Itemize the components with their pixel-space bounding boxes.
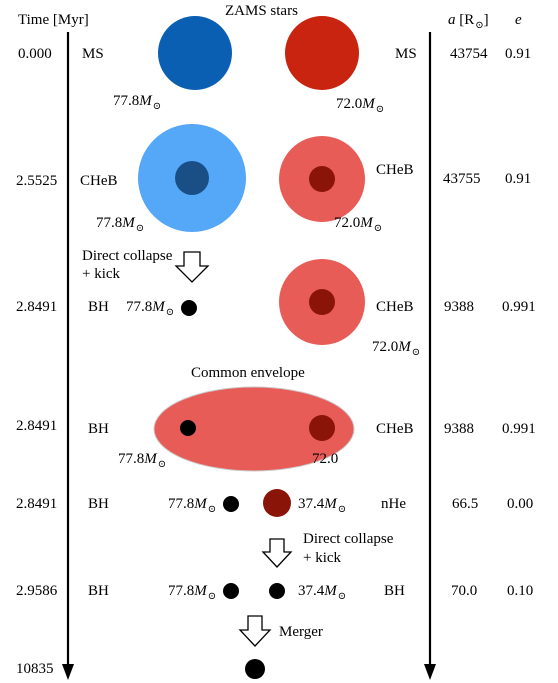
separation-value: 43755 — [443, 171, 481, 187]
direct-collapse-label-2: Direct collapse — [303, 531, 394, 547]
merged-black-hole — [245, 659, 265, 679]
secondary-cheb-core-2 — [309, 289, 335, 315]
secondary-ms-star — [285, 16, 359, 90]
common-envelope — [153, 386, 355, 472]
secondary-mass: 72.0M⊙ — [372, 339, 421, 358]
secondary-mass: 37.4M⊙ — [298, 496, 347, 515]
time-axis-label: Time [Myr] — [18, 12, 89, 28]
primary-mass: 77.8M⊙ — [118, 451, 167, 470]
secondary-state: CHeB — [376, 162, 414, 178]
secondary-mass: 72.0M⊙ — [334, 215, 383, 234]
separation-value: 70.0 — [451, 583, 478, 599]
primary-mass: 77.8M⊙ — [168, 496, 217, 515]
secondary-state: CHeB — [376, 421, 414, 437]
eccentricity-value: 0.91 — [505, 46, 532, 62]
secondary-mass: 72.0 — [312, 451, 339, 467]
time-axis-arrowhead — [62, 664, 74, 680]
common-envelope-label: Common envelope — [191, 365, 305, 381]
primary-black-hole — [181, 300, 197, 316]
merger-arrow — [238, 615, 272, 647]
common-envelope-core — [309, 415, 335, 441]
common-envelope-black-hole — [180, 420, 196, 436]
secondary-mass: 37.4M⊙ — [298, 583, 347, 602]
separation-axis-arrowhead — [424, 664, 436, 680]
primary-state: BH — [88, 583, 109, 599]
time-value: 2.8491 — [16, 496, 58, 512]
eccentricity-value: 0.991 — [502, 421, 536, 437]
separation-value: 9388 — [444, 299, 474, 315]
direct-collapse-label-1: Direct collapse — [82, 248, 173, 264]
kick-label-2: + kick — [303, 550, 342, 566]
diagram-title: ZAMS stars — [225, 3, 298, 19]
primary-mass: 77.8M⊙ — [96, 215, 145, 234]
merger-label: Merger — [279, 624, 323, 640]
separation-axis-label: a [R⊙] — [448, 12, 489, 31]
eccentricity-value: 0.10 — [507, 583, 534, 599]
direct-collapse-arrow-2 — [261, 538, 293, 568]
direct-collapse-arrow-1 — [174, 251, 210, 283]
secondary-mass: 72.0M⊙ — [336, 96, 385, 115]
eccentricity-value: 0.991 — [502, 299, 536, 315]
eccentricity-label: e — [515, 12, 522, 28]
primary-mass: 77.8M⊙ — [113, 93, 162, 112]
time-value: 0.000 — [18, 46, 52, 62]
kick-label-1: + kick — [82, 266, 121, 282]
primary-state: BH — [88, 496, 109, 512]
bh-nhe-black-hole — [223, 496, 239, 512]
separation-value: 43754 — [450, 46, 488, 62]
eccentricity-value: 0.00 — [507, 496, 534, 512]
time-value: 10835 — [16, 661, 54, 677]
bbh-black-hole-1 — [223, 583, 239, 599]
time-value: 2.8491 — [16, 299, 58, 315]
primary-ms-star — [158, 16, 232, 90]
secondary-cheb-core — [309, 166, 335, 192]
primary-state: BH — [88, 299, 109, 315]
naked-helium-star — [263, 489, 291, 517]
primary-mass: 77.8M⊙ — [126, 299, 175, 318]
time-value: 2.9586 — [16, 583, 58, 599]
primary-mass: 77.8M⊙ — [168, 583, 217, 602]
secondary-state: CHeB — [376, 299, 414, 315]
secondary-state: nHe — [381, 496, 406, 512]
separation-value: 66.5 — [452, 496, 479, 512]
primary-cheb-core — [175, 161, 209, 195]
bbh-black-hole-2 — [269, 583, 285, 599]
secondary-state: BH — [384, 583, 405, 599]
separation-value: 9388 — [444, 421, 474, 437]
primary-state: MS — [82, 46, 104, 62]
time-value: 2.8491 — [16, 418, 58, 434]
primary-state: BH — [88, 421, 109, 437]
primary-state: CHeB — [80, 173, 118, 189]
time-value: 2.5525 — [16, 173, 58, 189]
eccentricity-value: 0.91 — [505, 171, 532, 187]
secondary-state: MS — [395, 46, 417, 62]
